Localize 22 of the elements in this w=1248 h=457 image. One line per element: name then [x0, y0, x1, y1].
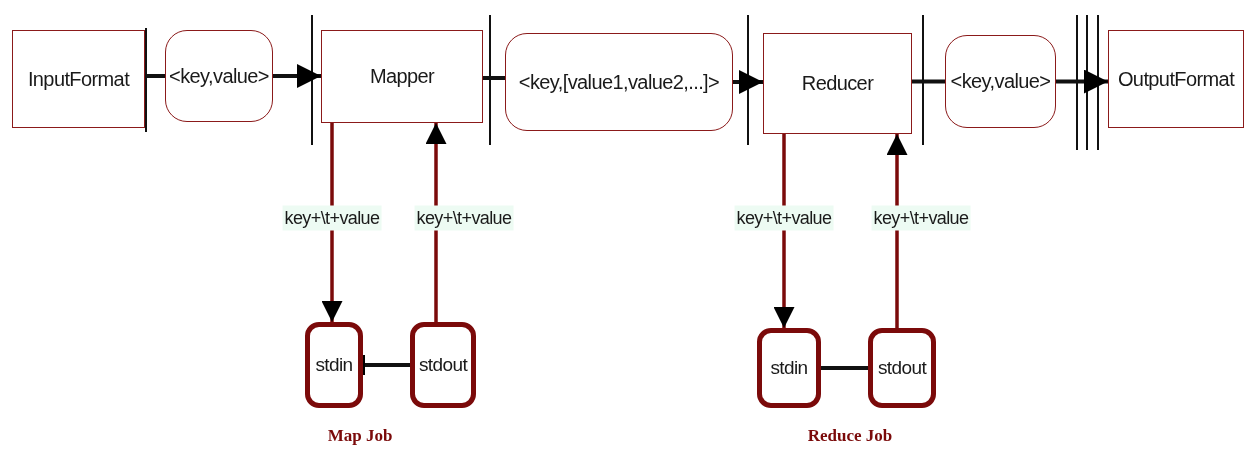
stream-box: stdout — [410, 322, 476, 408]
arrow — [321, 123, 343, 322]
stream-box: stdout — [868, 328, 936, 408]
arrow — [425, 123, 447, 322]
edge-label: key+\t+value — [871, 205, 971, 231]
arrow — [1056, 69, 1108, 94]
process-box: OutputFormat — [1108, 30, 1244, 128]
edge-label: key+\t+value — [414, 205, 514, 231]
edge-label: key+\t+value — [734, 205, 834, 231]
stream-box: stdin — [757, 328, 821, 408]
process-box: InputFormat — [12, 30, 145, 128]
arrow — [273, 64, 321, 88]
stream-box: stdin — [305, 322, 363, 408]
process-box: Mapper — [321, 30, 483, 123]
data-pill: <key,value> — [945, 35, 1056, 128]
data-pill: <key,[value1,value2,...]> — [505, 33, 733, 131]
edge-label: key+\t+value — [282, 205, 382, 231]
arrow — [733, 70, 763, 94]
group-caption: Reduce Job — [807, 426, 893, 446]
data-pill: <key,value> — [165, 30, 273, 122]
group-caption: Map Job — [327, 426, 393, 446]
process-box: Reducer — [763, 33, 912, 134]
